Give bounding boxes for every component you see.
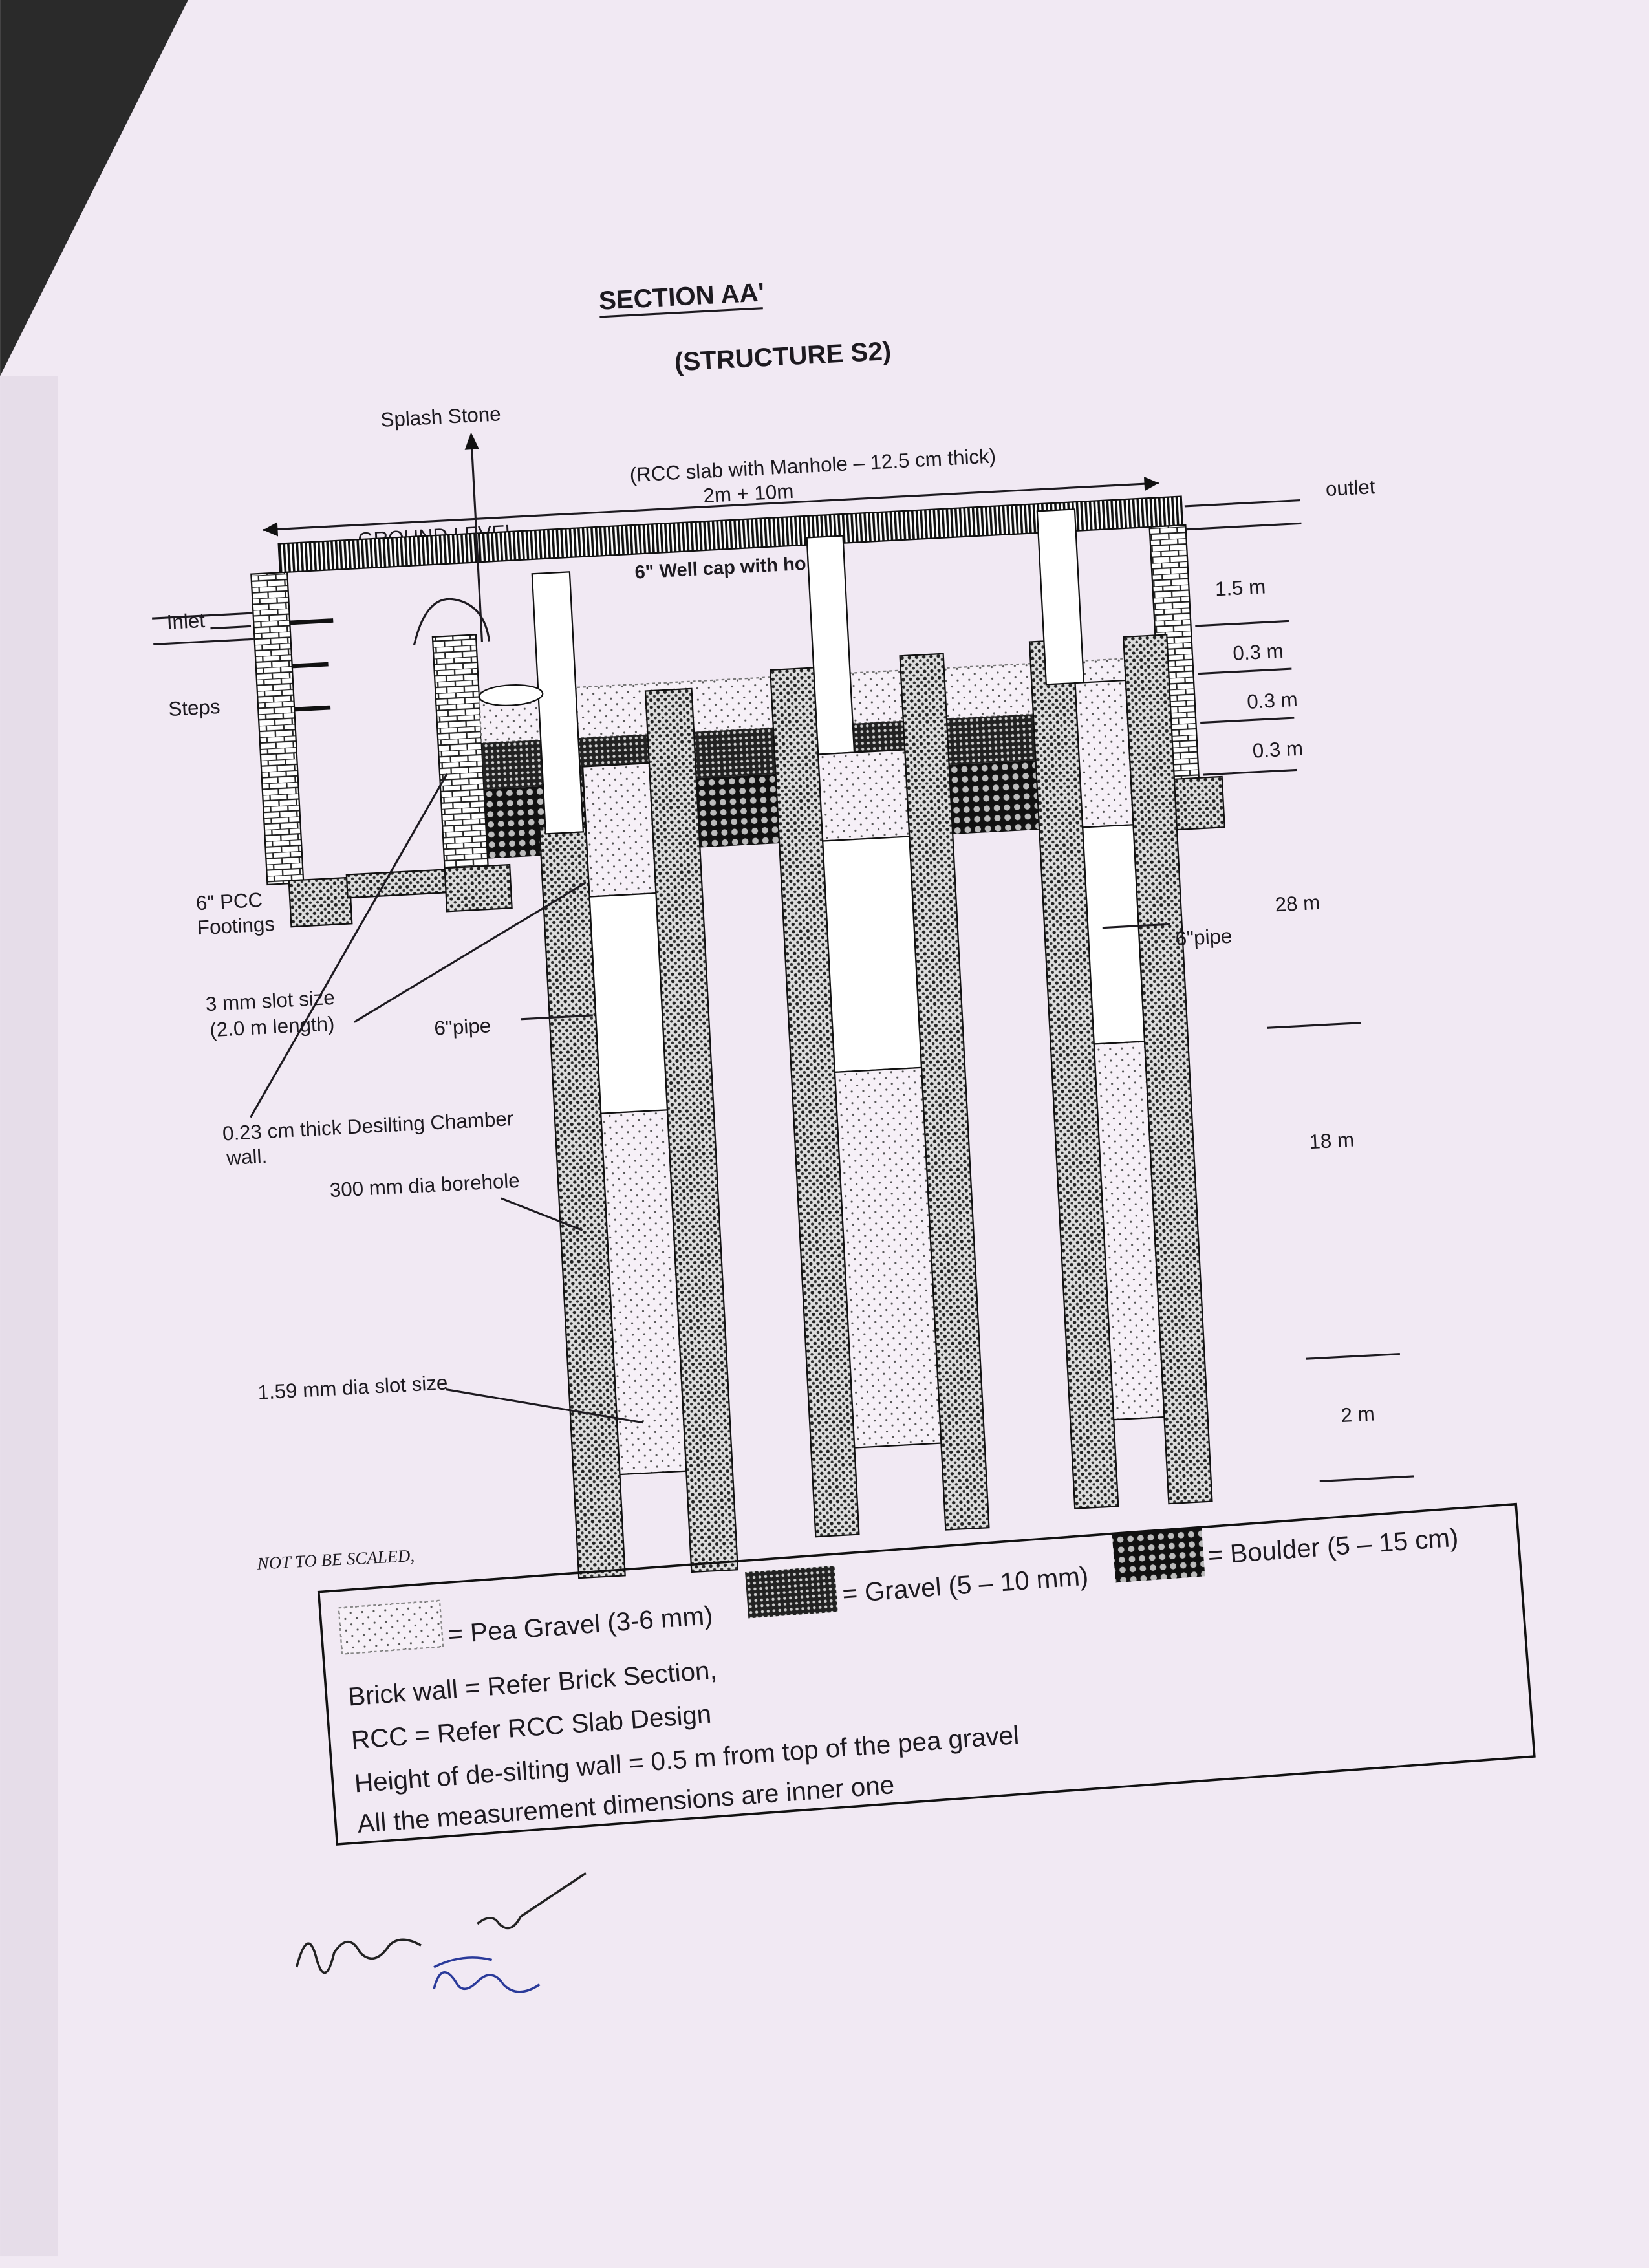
legend-swatch-pea-gravel	[338, 1599, 444, 1655]
inlet-label: Inlet	[166, 609, 206, 634]
outlet-pipe	[1184, 499, 1302, 531]
steps-label: Steps	[167, 695, 221, 720]
legend-swatch-gravel	[745, 1565, 838, 1619]
scan-shadow	[0, 0, 188, 376]
borehole-3	[1028, 508, 1213, 1509]
left-brick-wall	[250, 571, 305, 886]
desilting-leader	[250, 773, 448, 1118]
pcc-label-1: 6" PCC	[195, 889, 263, 914]
overflow-curved-arrow-icon	[413, 598, 491, 646]
rcc-slab-label: (RCC slab with Manhole – 12.5 cm thick)	[629, 444, 997, 486]
borehole-2	[769, 535, 990, 1538]
legend-pea-gravel: = Pea Gravel (3-6 mm)	[447, 1601, 714, 1649]
dim-18m: 18 m	[1309, 1129, 1355, 1154]
desilting-wall	[431, 634, 490, 874]
dim-1-5m: 1.5 m	[1214, 575, 1266, 600]
not-to-scale-note: NOT TO BE SCALED,	[256, 1546, 415, 1573]
binding-edge	[0, 376, 58, 2257]
pcc-label-2: Footings	[197, 913, 275, 939]
dimension-lines	[1195, 620, 1414, 1483]
dim-0-3m-b: 0.3 m	[1246, 688, 1298, 713]
signature-1	[295, 1872, 587, 1974]
desilting-label-1: 0.23 cm thick Desilting Chamber	[222, 1107, 514, 1145]
legend-gravel: = Gravel (5 – 10 mm)	[841, 1562, 1090, 1609]
dim-28m: 28 m	[1275, 891, 1320, 916]
dim-2m: 2 m	[1341, 1402, 1375, 1427]
slot-dia-leader	[446, 1388, 643, 1424]
desilting-footing	[444, 863, 513, 913]
section-drawing: SECTION AA' (STRUCTURE S2) (RCC slab wit…	[152, 277, 1414, 1579]
left-pcc-footing	[288, 876, 353, 928]
pipe-right-label: 6"pipe	[1175, 925, 1233, 951]
slot-dia-label: 1.59 mm dia slot size	[257, 1371, 448, 1403]
slot-leader	[353, 881, 587, 1023]
rcc-slab	[277, 495, 1184, 574]
slot-size-label-2: (2.0 m length)	[210, 1012, 336, 1041]
dim-0-3m-c: 0.3 m	[1252, 737, 1304, 762]
outlet-label: outlet	[1325, 475, 1376, 501]
structure-subtitle: (STRUCTURE S2)	[674, 336, 892, 376]
splash-stone-label: Splash Stone	[380, 402, 502, 431]
dim-0-3m-a: 0.3 m	[1233, 640, 1284, 665]
splash-stone-leader	[470, 439, 483, 642]
pipe-left-leader	[521, 1014, 593, 1021]
span-label: 2m + 10m	[703, 480, 795, 507]
inlet-arrow-icon	[210, 625, 252, 630]
legend-swatch-boulder	[1112, 1527, 1205, 1583]
inlet-pipe	[152, 612, 255, 645]
title-underline	[599, 307, 763, 318]
legend-box: = Pea Gravel (3-6 mm) = Gravel (5 – 10 m…	[317, 1502, 1536, 1846]
splash-arrowhead-icon	[464, 432, 480, 450]
desilting-label-2: wall.	[226, 1145, 268, 1169]
pipe-right-leader	[1102, 923, 1170, 929]
pipe-left-label: 6"pipe	[434, 1014, 491, 1040]
signature-2	[433, 1956, 541, 1993]
steps	[290, 618, 334, 712]
borehole-1	[531, 571, 739, 1579]
chamber-floor	[345, 869, 450, 899]
span-dimension-line	[263, 482, 1159, 532]
slot-size-label-1: 3 mm slot size	[205, 986, 336, 1015]
borehole-leader	[501, 1197, 583, 1231]
borehole-label: 300 mm dia borehole	[329, 1169, 520, 1202]
legend-boulder: = Boulder (5 – 15 cm)	[1207, 1523, 1459, 1570]
splash-stone	[478, 684, 544, 706]
well-cap-label: 6" Well cap with holes	[634, 552, 833, 583]
